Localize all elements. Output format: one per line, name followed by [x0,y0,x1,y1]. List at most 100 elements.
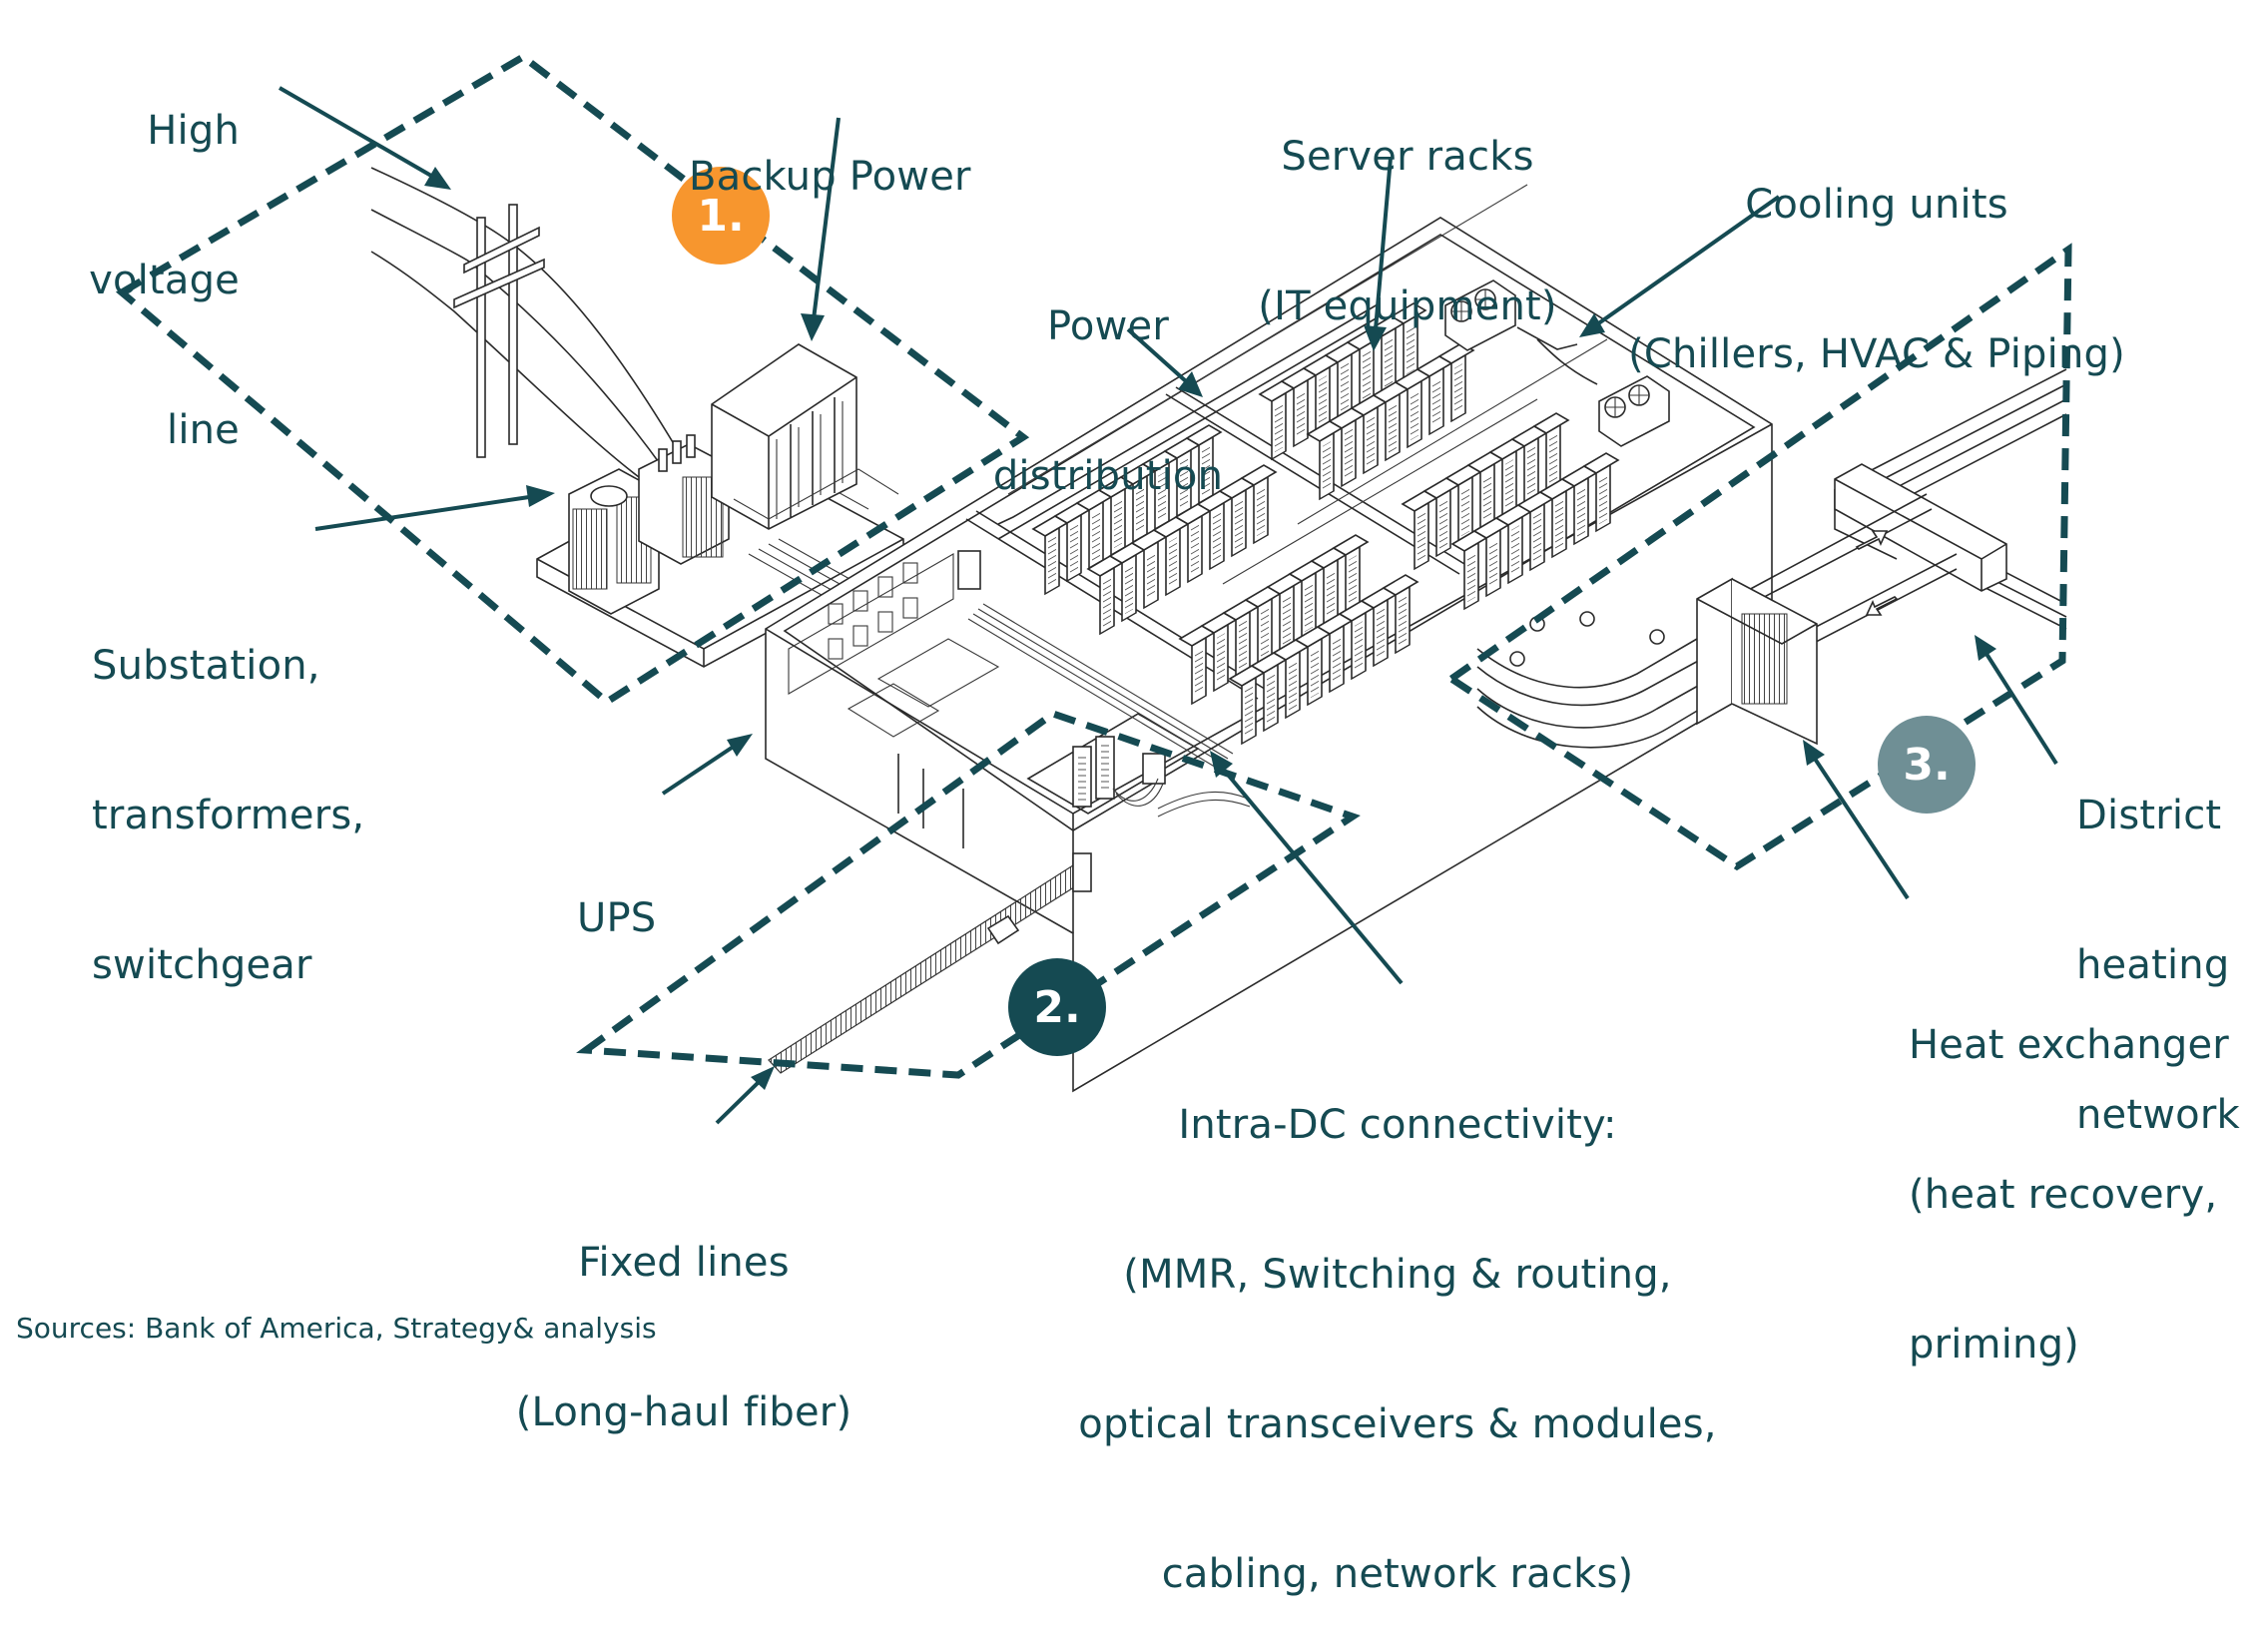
power-pole-icon [453,204,545,458]
badge-2: 2. [1008,958,1106,1056]
label-power-distribution: Power distribution [958,202,1258,551]
label-ups: UPS [577,794,656,993]
pipe-icon [1476,493,1958,749]
region-2-outline [576,710,1361,1079]
ups-room [788,550,1000,848]
label-line: priming) [1909,1322,2079,1368]
heat-exchanger-icon [1696,577,1818,746]
server-rack-icon [1582,452,1620,533]
flow-out-arrow-icon [1855,530,1889,550]
server-rack-icon [1086,555,1124,636]
server-rack-icon [1240,464,1278,545]
label-line: Heat exchanger [1909,1022,2229,1068]
arrow-fixed-lines [715,1066,775,1125]
fiber-cable-icon [768,852,1092,1074]
power-conduit [748,538,859,600]
server-rack-icon [1324,341,1362,422]
server-rack-icon [1422,477,1460,558]
network-room [967,603,1251,818]
server-rack-icon [1390,302,1427,383]
arrow-power-distribution [1126,327,1203,397]
label-line: High [147,108,240,154]
server-rack-icon [1532,412,1570,493]
label-line: Cooling units [1745,182,2008,228]
label-intra-dc-connectivity: Intra-DC connectivity: (MMR, Switching &… [1048,1000,1747,1649]
server-rack-icon [1031,515,1069,596]
label-line: (MMR, Switching & routing, [1123,1252,1672,1298]
label-high-voltage-line: High voltage line [40,6,240,505]
heat-recovery-area [1476,368,2067,749]
region-3-outline [1449,243,2072,871]
label-line: Substation, [92,643,320,689]
server-rack-icon [1488,438,1526,519]
label-line: (Chillers, HVAC & Piping) [1628,331,2125,377]
label-line: transformers, [92,793,365,838]
arrow-district-heating [1975,635,2058,766]
label-line: Server racks [1281,134,1534,180]
label-line: (Long-haul fiber) [515,1389,852,1435]
label-line: Fixed lines [578,1240,790,1286]
server-rack-icon [1266,573,1304,654]
cooling-fan-group [1444,279,1670,447]
label-line: network [2076,1092,2240,1138]
server-rack-icon [1372,381,1410,462]
source-note: Sources: Bank of America, Strategy& anal… [16,1312,657,1345]
server-rack-icon [1494,504,1532,585]
server-rack-icon [1294,626,1332,707]
label-line: District [2076,793,2222,838]
arrow-ups [661,734,753,796]
transformer-icon [568,434,730,615]
server-rack-rows [1031,302,1620,746]
label-cooling-units: Cooling units (Chillers, HVAC & Piping) [1597,80,2156,429]
network-rack-icon [1072,736,1115,808]
high-voltage-wires [370,167,690,478]
arrow-server-racks [1364,157,1393,351]
server-rack-icon [1250,652,1288,733]
arrow-intra-dc [1210,751,1404,985]
server-rack-icon [1218,477,1256,558]
label-line: line [167,407,240,453]
server-rack-icon [1316,613,1354,694]
arrow-cooling-units [1579,195,1781,337]
power-supply-area [370,167,904,668]
server-rack-icon [1382,574,1419,655]
label-line: cabling, network racks) [1161,1551,1634,1597]
label-line: voltage [89,258,240,303]
server-rack-icon [1258,380,1296,461]
server-rack-icon [1108,542,1146,623]
server-rack-icon [1185,424,1223,505]
arrow-backup-power [801,117,841,341]
pipe-manifold [1834,463,2007,592]
label-line: distribution [992,453,1224,499]
label-line: UPS [577,895,657,941]
label-line: heating [2076,942,2230,988]
leader-arrows [278,86,2058,1125]
label-district-heating: District heating network [2076,691,2240,1190]
label-line: switchgear [92,942,312,988]
badge-1: 1. [672,167,770,265]
label-line: optical transceivers & modules, [1078,1401,1717,1447]
label-heat-exchanger: Heat exchanger (heat recovery, priming) [1909,920,2229,1419]
server-rack-icon [1306,420,1344,501]
data-center-building [765,184,1773,1093]
label-line: (IT equipment) [1258,283,1557,329]
server-rack-icon [1516,491,1554,572]
server-rack-icon [1222,599,1260,680]
label-server-racks: Server racks (IT equipment) [1238,32,1577,381]
server-rack-icon [1130,529,1168,610]
server-rack-icon [1401,490,1438,571]
server-rack-icon [1350,394,1388,475]
server-rack-icon [1472,517,1510,598]
server-rack-icon [1163,437,1201,518]
label-backup-power: Backup Power [689,52,971,252]
cooling-fan-icon [1444,279,1516,351]
server-rack-icon [1338,600,1376,681]
switchgear-cabinet-icon [711,343,899,530]
region-1-outline [115,52,1030,707]
server-rack-icon [1097,476,1135,557]
server-rack-icon [1075,489,1113,570]
server-rack-icon [1332,534,1370,615]
server-rack-icon [1328,407,1366,488]
server-rack-icon [1272,639,1310,720]
server-rack-icon [1119,463,1157,544]
